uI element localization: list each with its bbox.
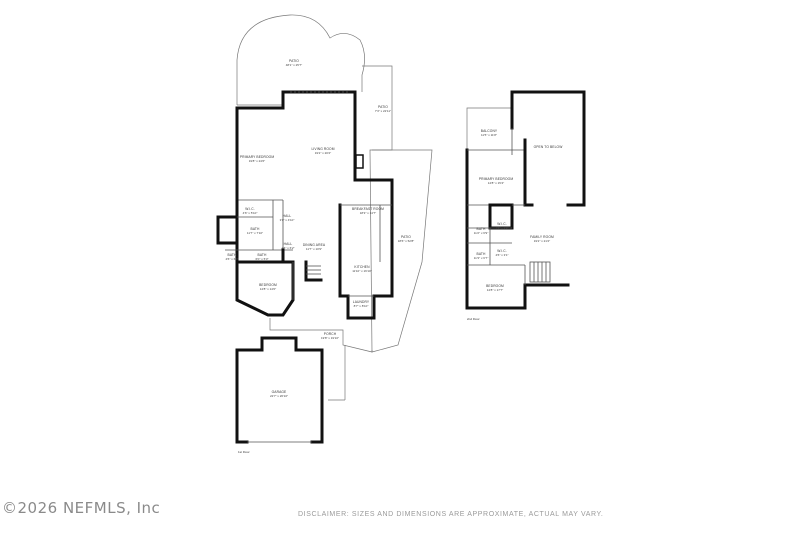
second-floor-room-name: OPEN TO BELOW bbox=[534, 145, 564, 149]
second-floor-room-name: W.I.C. bbox=[497, 222, 507, 226]
first-floor-room-dims: 6'0" x 5'3" bbox=[255, 257, 268, 261]
second-floor bbox=[465, 90, 586, 310]
first-floor-room-name: BATH bbox=[228, 253, 237, 257]
first-floor-room-dims: 14'8" x 14'0" bbox=[260, 287, 276, 291]
first-floor-room-dims: 4'6" x 5'10" bbox=[243, 211, 258, 215]
first-floor-room-name: DINING AREA bbox=[303, 243, 326, 247]
first-floor-room-name: HALL bbox=[284, 242, 293, 246]
second-floor-room-name: BEDROOM bbox=[486, 284, 504, 288]
first-floor-room-dims: 19'8" x 19'10" bbox=[321, 336, 339, 340]
first-floor-room-name: BATH bbox=[251, 227, 260, 231]
first-floor-room-dims: 48'1" x 25'7" bbox=[286, 63, 302, 67]
second-floor-room-name: BATH bbox=[477, 252, 486, 256]
first-floor-room-name: BEDROOM bbox=[259, 283, 277, 287]
second-floor-room-name: PRIMARY BEDROOM bbox=[479, 177, 514, 181]
first-floor-room-dims: 11'7" x 10'9" bbox=[306, 247, 322, 251]
disclaimer-text: DISCLAIMER: SIZES AND DIMENSIONS ARE APP… bbox=[298, 511, 604, 518]
first-floor-room-name: PORCH bbox=[324, 332, 337, 336]
second-floor-room-dims: 11'3" x 6'7" bbox=[474, 256, 489, 260]
second-floor-room-name: BATH bbox=[477, 227, 486, 231]
first-floor-room-dims: 4'6" x 6'2" bbox=[281, 246, 294, 250]
first-floor-room-name: GARAGE bbox=[272, 390, 287, 394]
second-floor-room-dims: 4'8" x 6'0" bbox=[495, 226, 508, 230]
second-floor-room-name: FAMILY ROOM bbox=[530, 235, 554, 239]
second-floor-room-name: W.I.C. bbox=[497, 249, 507, 253]
first-floor-room-dims: 22'7" x 26'10" bbox=[270, 394, 288, 398]
first-floor-room-name: KITCHEN bbox=[354, 265, 370, 269]
first-floor-room-dims: 11'10" x 16'10" bbox=[352, 269, 372, 273]
first-floor-room-dims: 18'3" x 14'7" bbox=[360, 211, 376, 215]
second-floor-room-dims: 11'2" x 6'9" bbox=[474, 231, 489, 235]
second-floor-room-dims: 14'8" x 17'7" bbox=[487, 288, 503, 292]
copyright-watermark: ©2026 NEFMLS, Inc bbox=[2, 499, 161, 517]
first-floor-room-dims: 18'6" x 52'8" bbox=[398, 239, 414, 243]
first-floor-label: 1st Floor bbox=[238, 450, 250, 454]
first-floor-room-dims: 3'0" x 4'10" bbox=[280, 218, 295, 222]
first-floor-room-name: HALL bbox=[283, 214, 292, 218]
first-floor-room-name: PATIO bbox=[378, 105, 388, 109]
second-floor-room-dims: 14'8" x 15'4" bbox=[488, 181, 504, 185]
first-floor-room-dims: 8'7" x 8'10" bbox=[354, 304, 369, 308]
first-floor-room-name: W.I.C. bbox=[245, 207, 255, 211]
first-floor-room-name: LIVING ROOM bbox=[311, 147, 334, 151]
first-floor-room-name: BATH bbox=[258, 253, 267, 257]
first-floor-room-name: BREAKFAST ROOM bbox=[352, 207, 384, 211]
second-floor-room-dims: 19'2" x 21'2" bbox=[534, 239, 550, 243]
second-floor-room-dims: 11'5" x 11'8" bbox=[481, 133, 497, 137]
first-floor-room-name: PATIO bbox=[401, 235, 411, 239]
first-floor-room-name: PATIO bbox=[289, 59, 299, 63]
second-floor-room-name: BALCONY bbox=[481, 129, 498, 133]
first-floor-room-name: LAUNDRY bbox=[353, 300, 370, 304]
second-floor-label: 2nd Floor bbox=[467, 317, 480, 321]
first-floor-room-dims: 19'8" x 24'6" bbox=[249, 159, 265, 163]
first-floor-room-name: PRIMARY BEDROOM bbox=[240, 155, 275, 159]
first-floor-room-dims: 11'7" x 7'10" bbox=[247, 231, 263, 235]
first-floor-room-dims: 4'6" x 6'0" bbox=[225, 257, 238, 261]
second-floor-room-dims: 4'6" x 3'1" bbox=[495, 253, 508, 257]
first-floor-room-dims: 19'2" x 20'2" bbox=[315, 151, 331, 155]
first-floor-room-dims: 7'3" x 22'11" bbox=[375, 109, 391, 113]
first-floor bbox=[216, 14, 433, 444]
